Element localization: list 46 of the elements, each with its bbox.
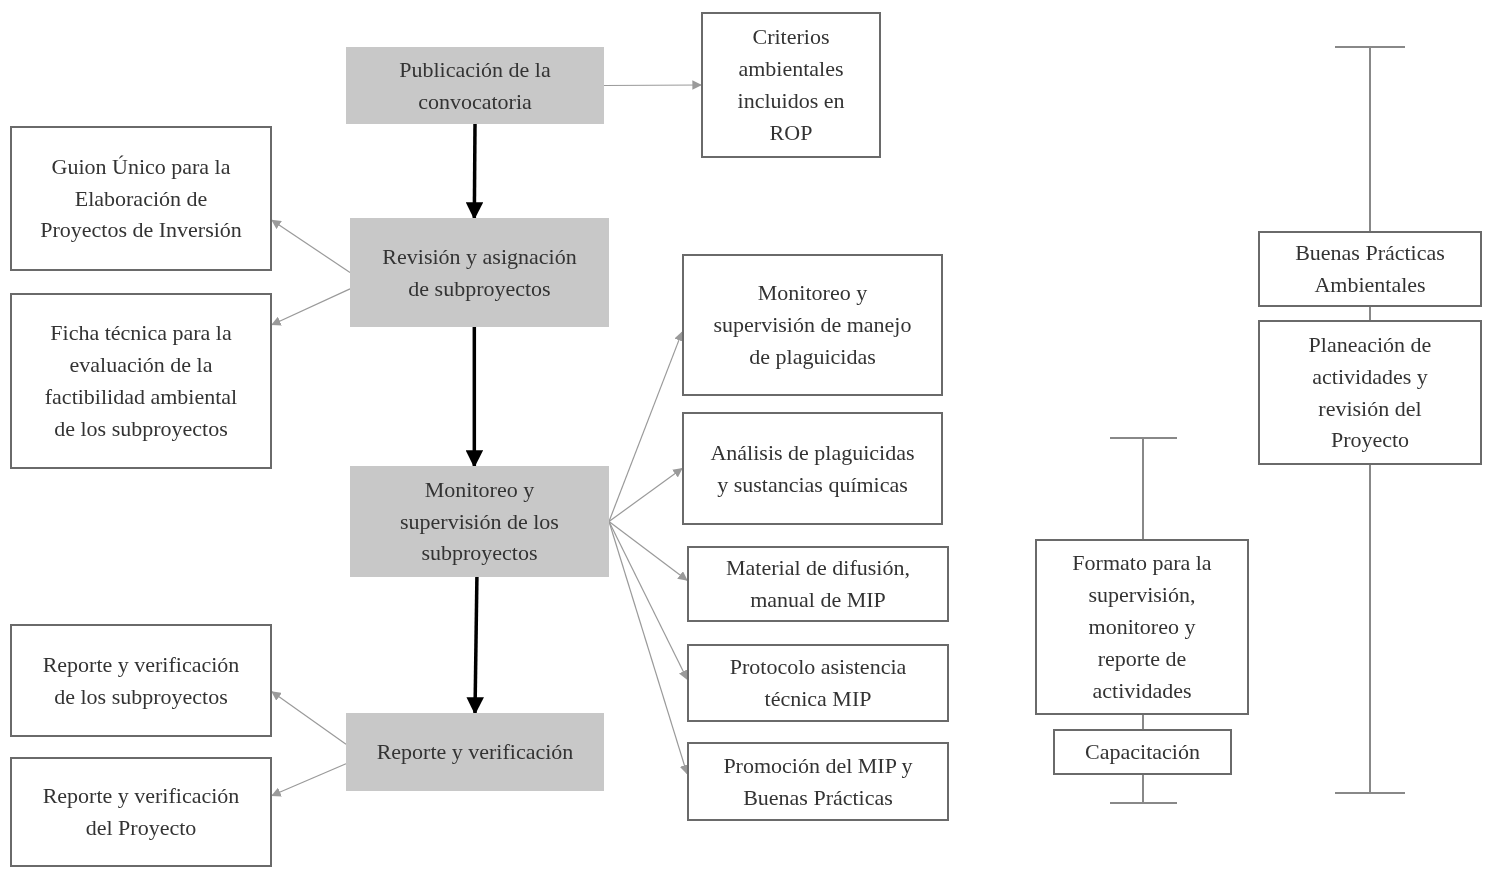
document-box bbox=[682, 254, 943, 396]
box-text: Reporte y verificación del Proyecto bbox=[41, 782, 241, 842]
box-text: Material de difusión, manual de MIP bbox=[725, 554, 911, 614]
box-text: Planeación de actividades y revisión del Proyecto bbox=[1307, 330, 1433, 455]
document-box bbox=[701, 12, 881, 158]
document-box bbox=[1258, 320, 1482, 465]
box-text: Protocolo asistencia técnica MIP bbox=[728, 653, 908, 713]
document-box bbox=[682, 412, 943, 525]
box-text: Ficha técnica para la evaluación de la factibilidad ambiental de los subproyectos bbox=[43, 319, 239, 443]
document-box bbox=[10, 624, 272, 737]
process-box bbox=[346, 47, 604, 124]
box-text: Capacitación bbox=[1085, 738, 1200, 767]
box-text: Criterios ambientales incluidos en ROP bbox=[736, 23, 846, 147]
box-text: Monitoreo y supervisión de manejo de plaguicidas bbox=[712, 279, 913, 371]
box-text: Promoción del MIP y Buenas Prácticas bbox=[722, 751, 914, 812]
box-text: Formato para la supervisión, monitoreo y reporte de actividades bbox=[1071, 549, 1213, 705]
arrow bbox=[466, 576, 484, 715]
box-text: Análisis de plaguicidas y sustancias químicas bbox=[709, 438, 916, 499]
process-box bbox=[346, 713, 604, 791]
box-text: Revisión y asignación de subproyectos bbox=[381, 242, 578, 303]
arrow bbox=[271, 219, 351, 274]
box-text: Monitoreo y supervisión de los subproyectos bbox=[399, 475, 560, 568]
process-box bbox=[350, 466, 609, 577]
document-box bbox=[687, 644, 949, 722]
arrow bbox=[271, 288, 351, 326]
document-box bbox=[10, 757, 272, 867]
document-box bbox=[687, 742, 949, 821]
document-box bbox=[10, 126, 272, 271]
document-box bbox=[1258, 231, 1482, 307]
box-text: Buenas Prácticas Ambientales bbox=[1294, 239, 1446, 299]
document-box bbox=[687, 546, 949, 622]
document-box bbox=[1035, 539, 1249, 715]
box-text: Guion Único para la Elaboración de Proyectos de Inversión bbox=[39, 152, 243, 245]
box-text: Reporte y verificación de los subproyectos bbox=[41, 650, 241, 711]
process-box bbox=[350, 218, 609, 327]
arrow bbox=[271, 763, 347, 797]
arrow bbox=[465, 124, 484, 220]
arrow bbox=[465, 327, 484, 468]
box-text: Reporte y verificación bbox=[376, 738, 574, 767]
document-box bbox=[10, 293, 272, 469]
arrow bbox=[603, 80, 702, 90]
box-text: Publicación de la convocatoria bbox=[398, 55, 552, 116]
arrow bbox=[608, 520, 688, 581]
document-box bbox=[1053, 729, 1232, 775]
arrow bbox=[608, 467, 683, 523]
arrow bbox=[271, 691, 347, 745]
